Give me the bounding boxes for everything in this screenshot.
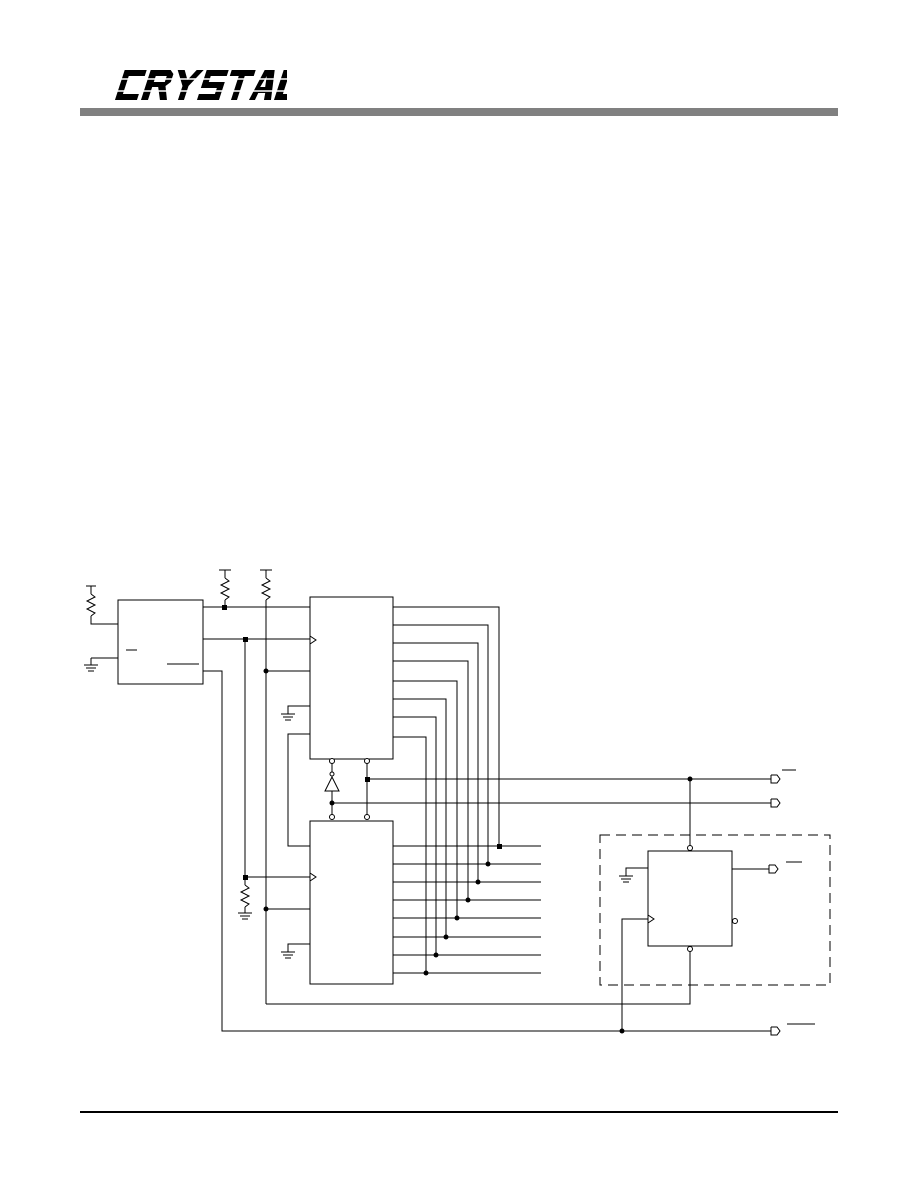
left-chip-group <box>84 586 203 684</box>
footer-rule <box>80 1111 838 1113</box>
left-chip <box>118 600 203 684</box>
crystal-logo-icon <box>112 70 287 100</box>
resistor-left <box>87 594 95 616</box>
upper-chip <box>310 597 393 759</box>
flip-flop-chip <box>648 851 732 946</box>
lower-chip <box>310 821 393 984</box>
schematic-diagram <box>0 560 918 1040</box>
junction-dots <box>222 605 693 1034</box>
ground-icon <box>84 665 98 671</box>
dashed-box <box>600 835 830 985</box>
header-bar <box>80 108 838 116</box>
